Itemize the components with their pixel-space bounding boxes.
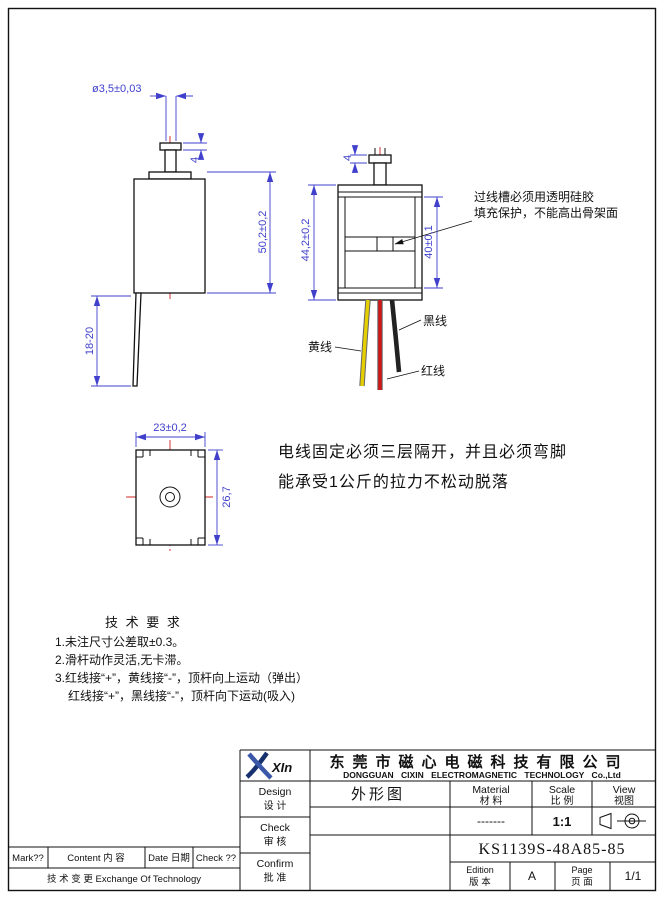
side-terminal-pin [132,292,142,387]
scale-label-cn: 比 例 [551,794,574,807]
dim-coil-height-text: 40±0,1 [423,225,435,259]
dim-front-height-text: 44,2±0,2 [300,219,312,262]
wire-label-yellow-text: 黄线 [308,340,332,354]
tech-requirements: 技 术 要 求 1.未注尺寸公差取±0.3。 2.滑杆动作灵活,无卡滞。 3.红… [55,615,308,703]
edition-label-en: Edition [466,865,494,875]
edition-value: A [528,869,536,883]
page-value: 1/1 [625,869,642,883]
dim-front-cap-text: 4 [342,155,354,161]
wire-label-black-text: 黑线 [423,314,447,328]
dim-top-depth: 26,7 [208,449,233,546]
dim-diameter-text: ø3,5±0,03 [92,83,141,95]
confirm-label-cn: 批 准 [264,871,287,884]
side-top-flange [148,171,192,180]
wire-label-red-text: 红线 [421,363,445,378]
view-label-cn: 视图 [614,794,634,807]
dim-front-height: 44,2±0,2 [300,184,336,301]
tech-requirement-2: 2.滑杆动作灵活,无卡滞。 [55,653,188,667]
front-plunger-cap [368,154,392,164]
top-center-hole-inner [165,492,175,502]
material-label-cn: 材 料 [480,794,503,807]
mark-column-label: Mark?? [12,853,44,864]
view-label-en: View [613,784,636,796]
wire-fixing-note: 电线固定必须三层隔开，并且必须弯脚 能承受1公斤的拉力不松动脱落 [278,443,567,491]
wire-fixing-note-line1: 电线固定必须三层隔开，并且必须弯脚 [278,443,567,461]
yellow-wire [359,299,371,387]
material-label-en: Material [472,784,509,796]
wire-label-yellow: 黄线 [308,340,362,354]
dim-pin-length: 18-20 [84,295,131,387]
slot-annotation-line1: 过线槽必须用透明硅胶 [474,189,594,204]
title-block: XIn 东莞市磁心电磁科技有限公司 DONGGUAN CIXIN ELECTRO… [8,749,656,891]
dim-side-height-text: 50,2±0,2 [257,211,269,254]
tech-requirement-4: 红线接“+”，黑线接“-”，顶杆向下运动(吸入) [68,688,295,703]
dim-pin-length-text: 18-20 [84,327,96,355]
part-number: KS1139S-48A85-85 [479,841,626,858]
front-view: 黑线 黄线 红线 过线槽必须用透明硅胶 填充保护，不能高出骨架面 4 44,2±… [300,145,618,390]
edition-label-cn: 版 本 [469,876,491,888]
check-label-cn: 审 核 [264,835,287,848]
scale-label-en: Scale [549,784,575,796]
tech-requirement-3: 3.红线接“+”，黄线接“-”，顶杆向上运动（弹出） [55,670,308,685]
page-frame [7,7,657,892]
projection-symbol [599,812,646,830]
top-body [135,449,206,546]
dim-top-width-text: 23±0,2 [153,422,187,434]
dim-top-width: 23±0,2 [135,422,206,447]
tech-requirement-1: 1.未注尺寸公差取±0.3。 [55,634,184,649]
side-view: ø3,5±0,03 4 50,2±0,2 18-20 [84,83,276,387]
wire-label-black: 黑线 [398,314,447,331]
logo-swoosh-2 [247,752,273,780]
logo-text: XIn [271,760,292,775]
company-logo: XIn [245,751,292,780]
tech-change-label: 技 术 变 更 Exchange Of Technology [47,873,201,885]
dim-top-depth-text: 26,7 [221,486,233,507]
confirm-label-en: Confirm [257,858,294,870]
page-label-cn: 页 面 [571,877,593,888]
company-name-en: DONGGUAN CIXIN ELECTROMAGNETIC TECHNOLOG… [343,770,621,780]
title-block-lines [8,749,656,891]
drawing-name: 外形图 [351,786,405,803]
content-column-label: Content 内 容 [67,852,125,864]
design-label-en: Design [259,786,292,798]
date-column-label: Date 日期 [148,853,190,864]
top-center-hole [159,486,181,508]
dim-diameter: ø3,5±0,03 [92,83,193,141]
slot-annotation: 过线槽必须用透明硅胶 填充保护，不能高出骨架面 [394,189,618,245]
company-name-cn: 东莞市磁心电磁科技有限公司 [329,753,628,771]
slot-annotation-line2: 填充保护，不能高出骨架面 [474,205,618,220]
black-wire [389,299,402,373]
dim-side-height: 50,2±0,2 [207,171,276,294]
check-column-label: Check ?? [196,853,236,864]
side-body [133,178,206,294]
page-label-en: Page [571,865,592,875]
scale-value: 1:1 [553,814,572,829]
material-value: ------- [477,814,505,828]
design-label-cn: 设 计 [264,799,287,812]
check-label-en: Check [260,822,291,834]
dim-front-cap: 4 [342,145,367,173]
top-view: 23±0,2 26,7 [126,422,233,554]
dim-side-cap-text: 4 [189,157,201,163]
side-plunger-shaft [164,149,177,173]
front-plunger-shaft [373,162,387,186]
front-body [337,184,423,301]
dim-coil-height: 40±0,1 [423,196,443,289]
wire-label-red: 红线 [386,363,445,380]
dim-side-cap: 4 [183,133,207,163]
wire-fixing-note-line2: 能承受1公斤的拉力不松动脱落 [278,473,509,491]
side-plunger-cap [159,142,182,151]
tech-requirements-title: 技 术 要 求 [105,615,182,630]
